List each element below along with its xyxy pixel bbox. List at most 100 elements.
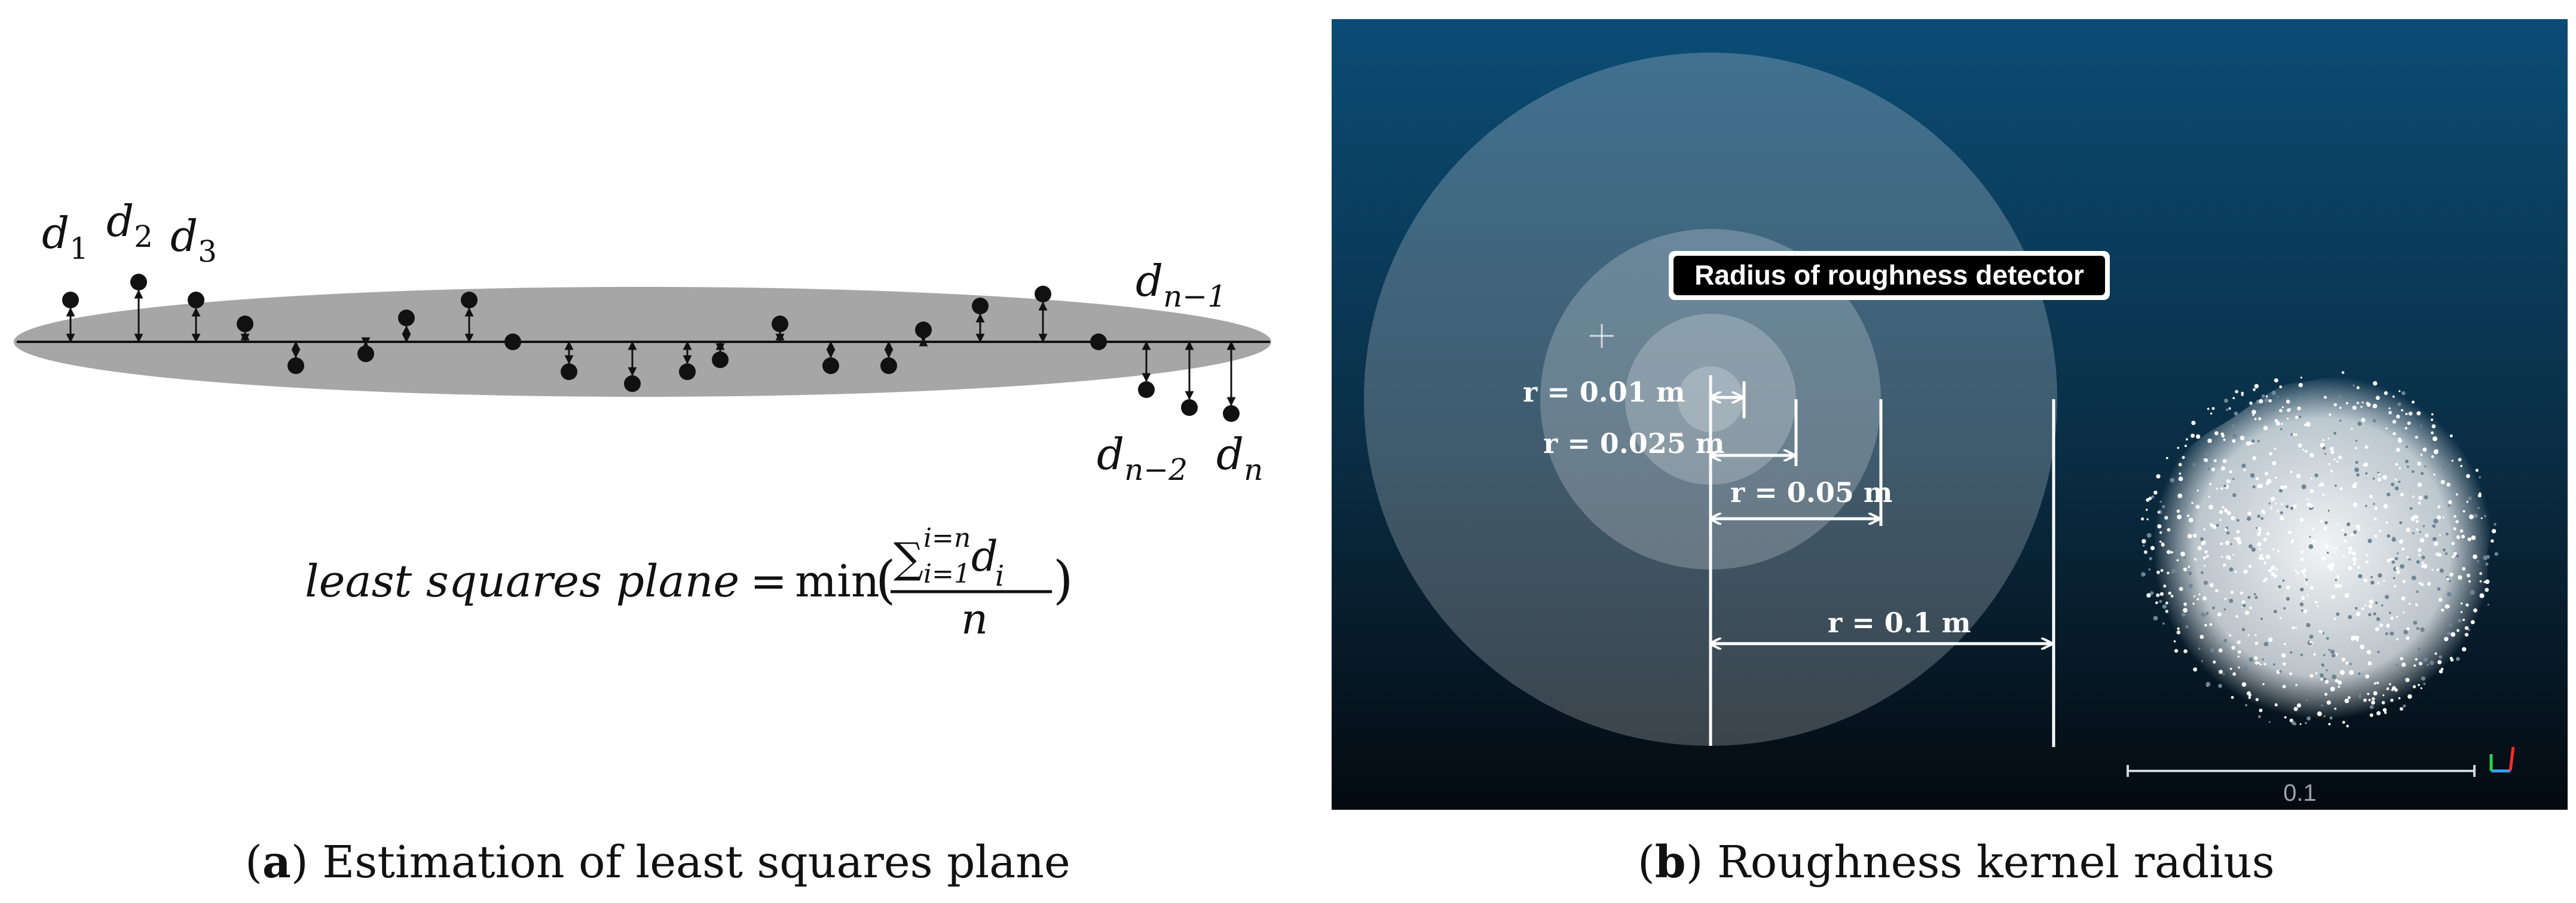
cloud-point	[2268, 721, 2271, 723]
cloud-point	[2141, 517, 2144, 521]
cloud-point	[2430, 660, 2434, 665]
cloud-point	[2240, 436, 2245, 440]
cloud-point	[2209, 483, 2212, 486]
cloud-point	[2162, 622, 2165, 625]
cloud-point	[2229, 470, 2233, 474]
cloud-point	[2146, 518, 2149, 521]
cloud-point	[2273, 610, 2277, 614]
cloud-point	[2229, 598, 2234, 604]
cloud-point	[2485, 587, 2489, 592]
cloud-point	[2324, 679, 2329, 684]
cloud-point	[2185, 625, 2189, 629]
cloud-point	[2386, 687, 2390, 690]
cloud-point	[2332, 653, 2336, 657]
cloud-point	[2306, 424, 2309, 427]
cloud-point	[2300, 569, 2306, 574]
cloud-point	[2322, 557, 2324, 559]
cloud-point	[2475, 469, 2479, 472]
cloud-point	[2168, 591, 2171, 595]
cloud-point	[2460, 611, 2463, 613]
cloud-point	[2398, 390, 2401, 393]
cloud-point	[2368, 699, 2371, 702]
cloud-point	[2404, 460, 2409, 464]
cloud-point	[2373, 503, 2375, 505]
cloud-point	[2320, 678, 2323, 681]
cloud-point	[2360, 406, 2363, 408]
cloud-point	[2352, 483, 2357, 489]
cloud-point	[2335, 583, 2339, 588]
cloud-point	[2476, 560, 2479, 562]
cloud-point	[2437, 505, 2441, 509]
cloud-point	[2162, 505, 2165, 509]
cloud-point	[2259, 663, 2262, 666]
cloud-point	[2354, 635, 2360, 641]
cloud-point	[2141, 572, 2146, 577]
cloud-point	[2183, 602, 2188, 606]
cloud-point	[2394, 585, 2397, 587]
data-point	[504, 333, 521, 350]
cloud-point	[2290, 470, 2293, 473]
cloud-point	[2193, 595, 2196, 598]
cloud-point	[2257, 662, 2260, 664]
cloud-point	[2202, 556, 2207, 560]
cloud-point	[2376, 681, 2379, 684]
cloud-point	[2223, 484, 2226, 488]
cloud-point	[2209, 623, 2213, 626]
cloud-point	[2341, 528, 2344, 532]
cloud-point	[2418, 548, 2422, 552]
cloud-point	[2396, 638, 2398, 641]
cloud-point	[2331, 595, 2336, 599]
cloud-point	[2350, 532, 2354, 537]
cloud-point	[2361, 401, 2364, 403]
cloud-point	[2153, 616, 2158, 621]
cloud-point	[2340, 670, 2345, 675]
cloud-point	[2466, 573, 2471, 578]
cloud-point	[2313, 545, 2316, 548]
cloud-point	[2301, 609, 2303, 612]
cloud-point	[2188, 571, 2192, 576]
cloud-point	[2444, 636, 2449, 642]
cloud-point	[2170, 595, 2174, 598]
data-point	[880, 357, 897, 374]
cloud-point	[2263, 561, 2267, 565]
cloud-point	[2369, 494, 2373, 498]
cloud-point	[2447, 605, 2450, 608]
cloud-point	[2419, 662, 2422, 666]
cloud-point	[2412, 400, 2415, 404]
cloud-point	[2387, 558, 2391, 563]
cloud-point	[2449, 657, 2453, 660]
cloud-point	[2431, 455, 2434, 458]
cloud-point	[2254, 641, 2259, 645]
cloud-point	[2201, 542, 2204, 546]
cloud-point	[2427, 663, 2429, 666]
cloud-point	[2433, 541, 2439, 546]
cloud-point	[2268, 568, 2272, 573]
cloud-point	[2245, 704, 2248, 706]
cloud-point	[2312, 528, 2314, 530]
cloud-point	[2177, 515, 2182, 519]
cloud-point	[2333, 431, 2337, 435]
cloud-point	[2150, 591, 2154, 595]
cloud-point	[2421, 583, 2424, 586]
cloud-point	[2357, 672, 2361, 675]
cloud-point	[2326, 669, 2328, 672]
cloud-point	[2456, 554, 2459, 558]
cloud-point	[2478, 492, 2482, 495]
cloud-point	[2361, 607, 2364, 610]
label-r-0-1: r = 0.1 m	[1828, 607, 1971, 639]
cloud-point	[2324, 452, 2326, 455]
cloud-point	[2176, 630, 2181, 635]
cloud-point	[2317, 711, 2322, 717]
formula-sum-upper: i=n	[923, 523, 971, 553]
cloud-point	[2248, 696, 2251, 699]
cloud-point	[2222, 506, 2225, 509]
cloud-point	[2373, 682, 2376, 685]
label-d1: d1	[42, 208, 88, 266]
cloud-point	[2235, 615, 2238, 618]
cloud-point	[2303, 423, 2306, 426]
cloud-point	[2220, 542, 2223, 546]
cloud-point	[2330, 470, 2333, 473]
cloud-point	[2433, 436, 2437, 442]
cloud-point	[2390, 699, 2394, 702]
cloud-point	[2281, 653, 2286, 658]
